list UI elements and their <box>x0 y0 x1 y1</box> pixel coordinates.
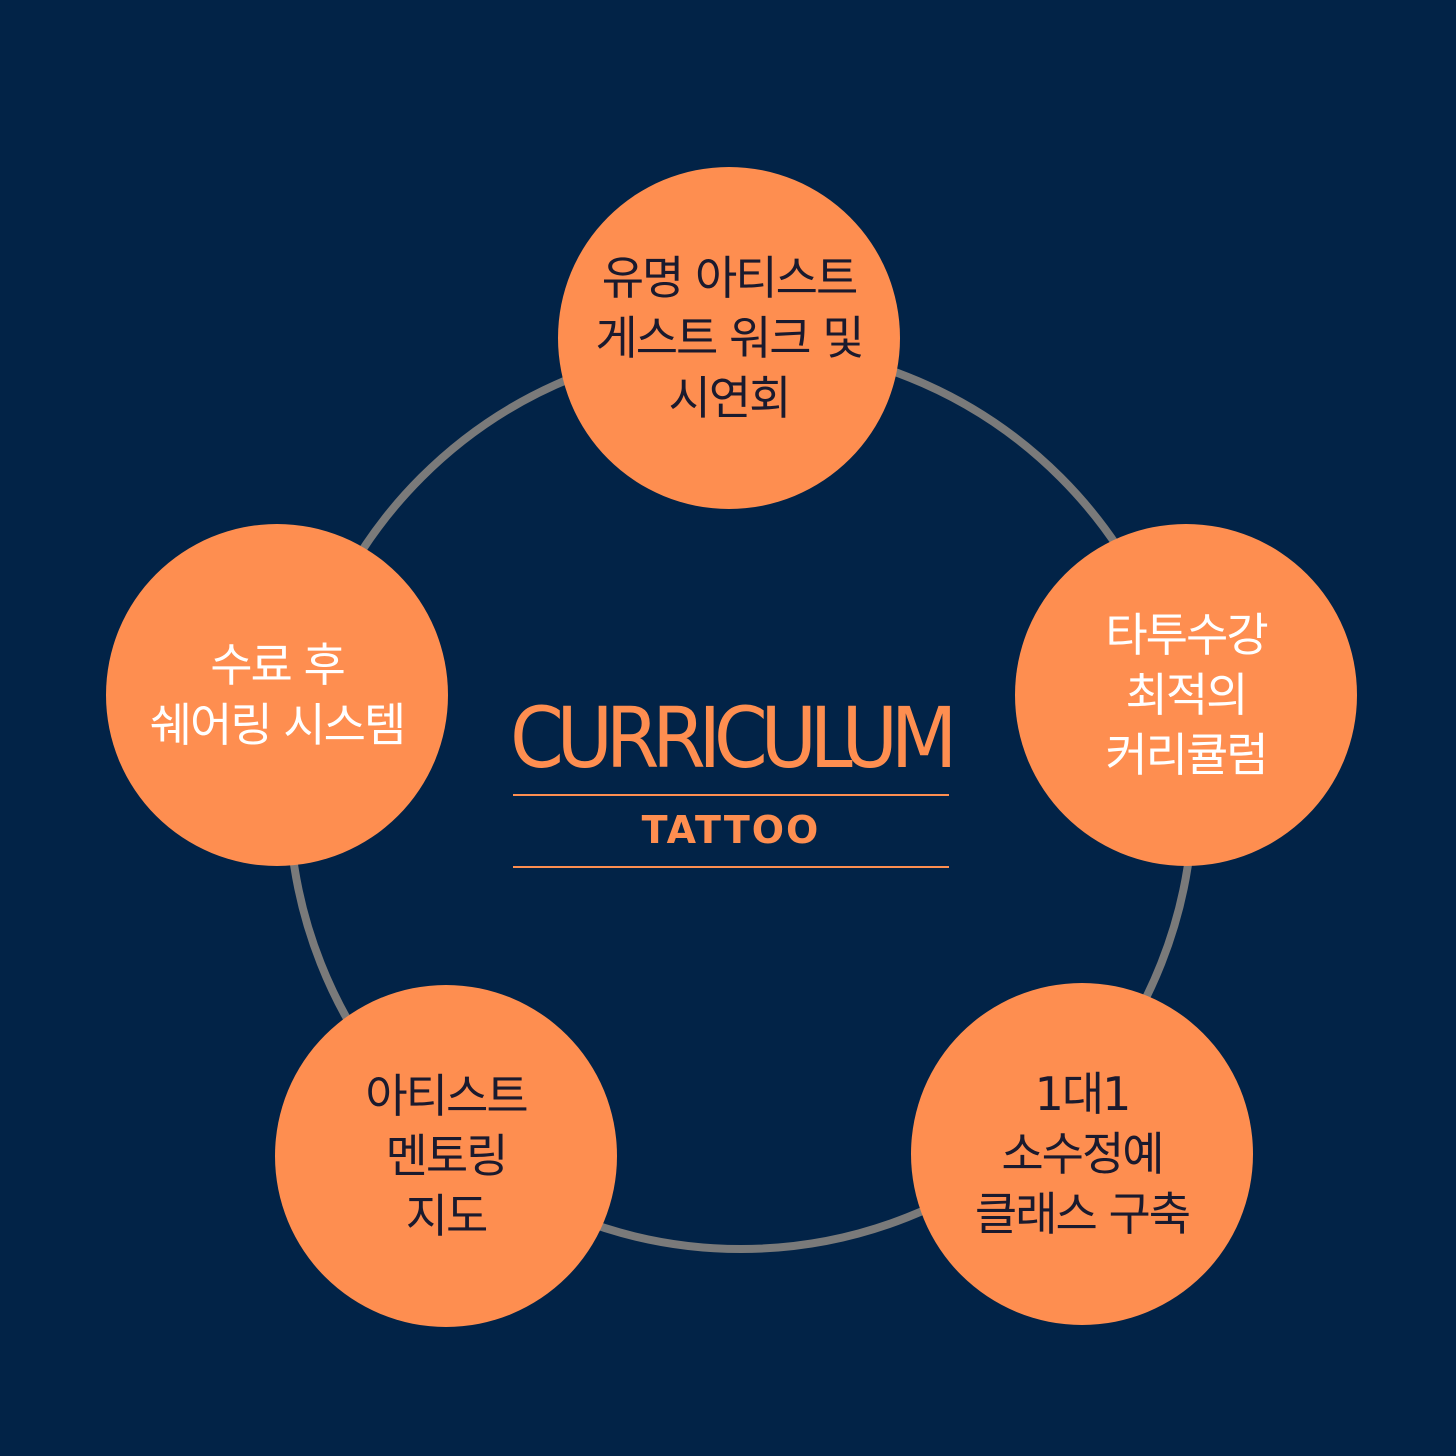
node-label: 수료 후 쉐어링 시스템 <box>149 635 407 755</box>
title-divider-bottom <box>513 866 949 868</box>
node-line: 커리큘럼 <box>1105 728 1268 782</box>
curriculum-node-optimal-curriculum: 타투수강 최적의 커리큘럼 <box>1015 524 1357 866</box>
node-line: 유명 아티스트 <box>601 251 859 305</box>
node-line: 클래스 구축 <box>974 1187 1191 1241</box>
node-label: 1대1 소수정예 클래스 구축 <box>974 1064 1191 1244</box>
node-line: 최적의 <box>1125 668 1249 722</box>
node-label: 아티스트 멘토링 지도 <box>365 1066 528 1246</box>
node-line: 멘토링 <box>385 1129 509 1183</box>
node-label: 타투수강 최적의 커리큘럼 <box>1105 605 1268 785</box>
node-line: 아티스트 <box>365 1069 528 1123</box>
node-line: 지도 <box>405 1189 489 1243</box>
title-divider-top <box>513 794 949 796</box>
node-line: 수료 후 <box>210 638 346 692</box>
center-title: CURRICULUM <box>509 689 957 787</box>
curriculum-node-small-class: 1대1 소수정예 클래스 구축 <box>911 983 1253 1325</box>
curriculum-node-guest-work: 유명 아티스트 게스트 워크 및 시연회 <box>558 167 900 509</box>
node-line: 시연회 <box>668 371 792 425</box>
node-line: 타투수강 <box>1105 608 1268 662</box>
node-line: 소수정예 <box>1001 1127 1164 1181</box>
curriculum-node-mentoring: 아티스트 멘토링 지도 <box>275 985 617 1327</box>
center-subtitle: TATTOO <box>641 808 821 852</box>
curriculum-node-sharing-system: 수료 후 쉐어링 시스템 <box>106 524 448 866</box>
node-label: 유명 아티스트 게스트 워크 및 시연회 <box>595 248 864 428</box>
node-line: 쉐어링 시스템 <box>149 698 407 752</box>
node-line: 게스트 워크 및 <box>595 311 864 365</box>
node-line: 1대1 <box>1034 1067 1132 1121</box>
